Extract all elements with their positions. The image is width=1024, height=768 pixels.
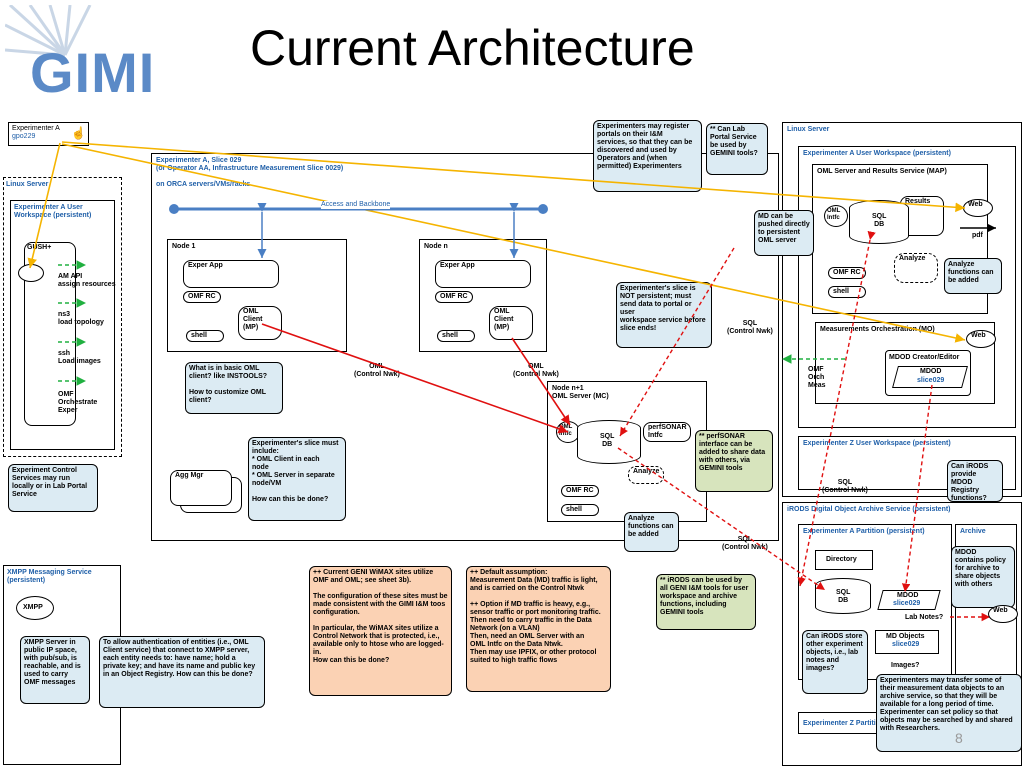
irods-web[interactable]: Web [988,605,1018,623]
map-pdf: pdf [972,232,983,239]
linux-server-left-title: Linux Server [6,181,49,188]
gush-item-4: OMF Orchestrate Exper [58,391,98,414]
node-n1-label: Node n+1 OML Server (MC) [552,385,609,400]
gush-label: GUSH+ [27,244,52,251]
note-not-persistent: Experimenter's slice is NOT persistent; … [616,282,712,348]
note-default-assumption: ++ Default assumption: Measurement Data … [466,566,611,692]
experimenter-label: Experimenter A [12,125,60,132]
gush-node[interactable] [18,264,44,282]
sql-control-label-3: SQL (Control Nwk) [722,536,768,551]
gush-item-2: ns3 load topology [58,311,104,326]
node-n1-omf-rc[interactable]: OMF RC [561,485,599,497]
note-register: Experimenters may register portals on th… [593,120,702,192]
note-analyze-added-2: Analyze functions can be added [944,258,1002,294]
workspace-z-title: Experimenter Z User Workspace (persisten… [803,440,951,447]
irods-title: iRODS Digital Object Archive Service (pe… [787,506,951,513]
oml-control-label-2: OML (Control Nwk) [513,363,559,378]
map-omf-rc[interactable]: OMF RC [828,267,866,279]
node-n-omf-rc[interactable]: OMF RC [435,291,473,303]
md-objects: MD Objects slice029 [875,630,939,654]
node-n-oml-client[interactable]: OML Client (MP) [489,306,533,340]
gush-item-1: AM API assign resources [58,273,116,288]
note-transfer: Experimenters may transfer some of their… [876,674,1022,752]
note-lab-portal: ** Can Lab Portal Service be used by GEM… [706,123,768,175]
irods-lab-notes: Lab Notes? [905,614,944,621]
note-xmpp-server: XMPP Server in public IP space, with pub… [20,636,90,704]
node-n1-shell[interactable]: shell [561,504,599,516]
map-analyze[interactable]: Analyze [894,253,938,283]
map-oml-intfc[interactable]: OML Intfc [824,205,848,227]
map-shell[interactable]: shell [828,286,866,298]
partition-a-title: Experimenter A Partition (persistent) [803,528,925,535]
backbone-label: Access and Backbone [321,201,391,209]
irods-sql-db: SQL DB [815,578,871,614]
note-mdod-policy: MDOD contains policy for archive to shar… [951,546,1015,608]
page-number: 8 [955,730,963,746]
node-n-shell[interactable]: shell [437,330,475,342]
slice-title: Experimenter A, Slice 029 (or Operator A… [156,157,344,188]
oml-server-map-title: OML Server and Results Service (MAP) [817,168,947,175]
irods-mdod-slice: slice029 [893,600,921,607]
logo-text: GIMI [30,41,156,104]
hand-icon: ☝ [71,126,86,140]
mdod-label: MDOD [920,368,942,375]
linux-server-right-title: Linux Server [787,126,830,133]
experimenter-user: gpo229 [12,133,36,140]
xmpp-node[interactable]: XMPP [16,596,54,620]
irods-sql-label: SQL DB [836,589,851,604]
node-n-exper-app[interactable]: Exper App [435,260,531,288]
note-irods-store: Can iRODS store other experiment objects… [802,630,868,694]
note-control-services: Experiment Control Services may run loca… [8,464,98,512]
gush-item-3: ssh Load images [58,350,101,365]
oml-control-label-1: OML (Control Nwk) [354,363,400,378]
note-irods-mdod: Can iRODS provide MDOD Registry function… [947,460,1003,502]
node-1-shell[interactable]: shell [186,330,224,342]
mo-omf-orch: OMF Orch Meas [808,366,826,389]
node-n1-perfsonar[interactable]: perfSONAR Intfc [643,422,691,442]
archive-title: Archive [960,528,986,535]
sql-control-label-1: SQL (Control Nwk) [727,320,773,335]
note-wimax: ++ Current GENI WiMAX sites utilize OMF … [309,566,452,696]
directory-label: Directory [826,556,857,563]
node-1-exper-app[interactable]: Exper App [183,260,279,288]
mdod-editor-title: MDOD Creator/Editor [889,354,960,361]
md-objects-label: MD Objects [886,633,925,640]
note-basic-oml: What is in basic OML client? like INSTOO… [185,362,283,414]
mdod-slice: slice029 [917,377,945,384]
directory-box: Directory [815,550,873,570]
node-n1-analyze[interactable]: Analyze [628,466,664,484]
md-objects-slice: slice029 [892,641,920,648]
note-auth: To allow authentication of entities (i.e… [99,636,265,708]
note-perfsonar: ** perfSONAR interface can be added to s… [695,430,773,492]
irods-images: Images? [891,662,920,669]
partition-z-title: Experimenter Z Partition [803,720,885,727]
map-sql-label: SQL DB [872,213,887,228]
sql-control-label-2: SQL (Control Nwk) [822,479,868,494]
note-slice-include: Experimenter's slice must include: * OML… [248,437,346,521]
agg-mgr[interactable]: Agg Mgr [170,470,232,506]
node-1-label: Node 1 [172,243,196,250]
note-irods-geni: ** iRODS can be used by all GENI I&M too… [656,574,756,630]
note-analyze-added: Analyze functions can be added [624,512,679,552]
note-md-pushed: MD can be pushed directly to persistent … [754,210,814,256]
left-workspace-title: Experimenter A User Workspace (persisten… [14,204,92,219]
partition-z: Experimenter Z Partition [798,712,898,734]
node-1-oml-client[interactable]: OML Client (MP) [238,306,282,340]
node-n1-sql-label: SQL DB [600,433,615,448]
node-n-label: Node n [424,243,448,250]
mo-web[interactable]: Web [966,330,996,348]
xmpp-title: XMPP Messaging Service (persistent) [7,569,92,584]
map-sql-db: SQL DB [849,200,909,244]
irods-mdod-label: MDOD [897,592,919,599]
gimi-logo: GIMI [4,3,205,105]
mo-title: Measurements Orchestration (MO) [820,326,935,333]
page-title: Current Architecture [250,20,695,76]
right-workspace-title: Experimenter A User Workspace (persisten… [803,150,951,157]
experimenter-box[interactable]: Experimenter A gpo229 ☝ [8,122,89,146]
node-1-omf-rc[interactable]: OMF RC [183,291,221,303]
starburst-icon [4,3,92,57]
node-n1-sql-db: SQL DB [577,420,641,464]
map-web[interactable]: Web [963,199,993,217]
